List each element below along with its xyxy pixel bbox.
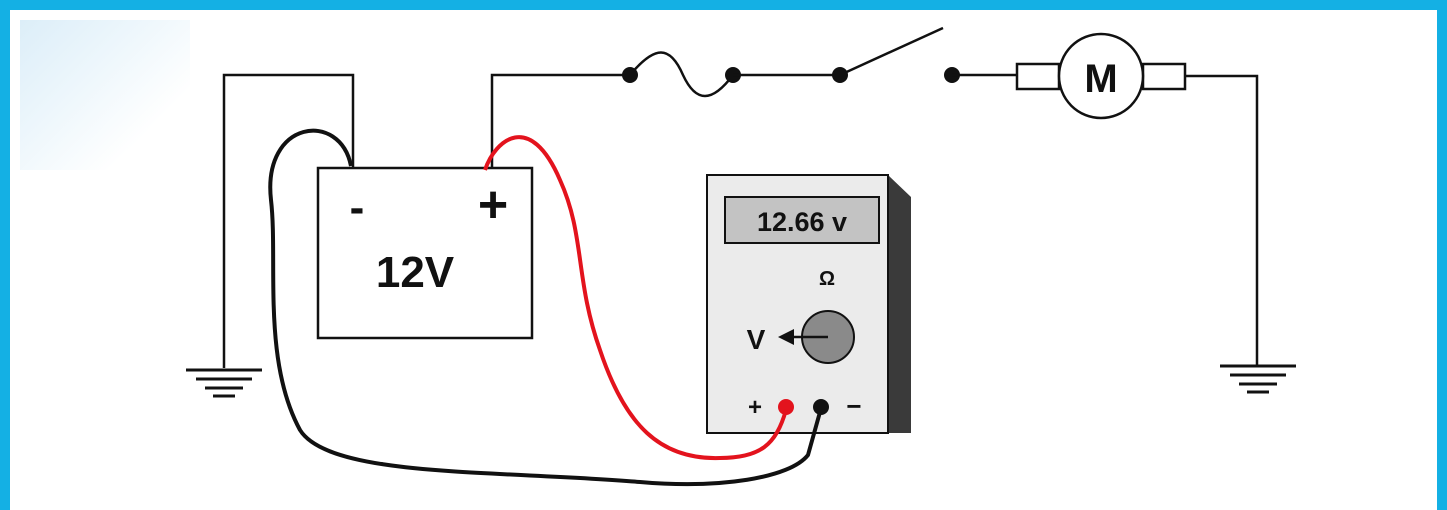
battery-positive-label: + (478, 176, 508, 234)
meter-volt-symbol: V (747, 324, 766, 355)
meter-negative-jack (813, 399, 829, 415)
meter-display-screen (724, 196, 880, 244)
left-ground-wire (222, 73, 355, 368)
meter-plus-label: + (748, 394, 762, 421)
battery-negative-label: - (350, 183, 365, 232)
switch-icon (832, 26, 960, 83)
meter-positive-jack (778, 399, 794, 415)
ground-icon (1220, 364, 1296, 394)
right-ground-wire (1185, 74, 1259, 365)
multimeter-icon (706, 174, 911, 434)
corner-shade (20, 20, 190, 170)
red-test-lead (483, 135, 788, 461)
motor-label: M (1084, 57, 1117, 101)
motor-icon (1015, 32, 1187, 120)
positive-supply-wire (490, 73, 630, 168)
meter-ohm-symbol: Ω (819, 268, 835, 290)
meter-display-reading: 12.66 v (757, 207, 847, 237)
battery-icon (316, 166, 534, 340)
fuse-icon (622, 51, 741, 98)
meter-minus-label: − (846, 391, 861, 421)
battery-voltage-label: 12V (376, 248, 455, 297)
black-test-lead (268, 128, 822, 487)
ground-icon (186, 368, 262, 398)
